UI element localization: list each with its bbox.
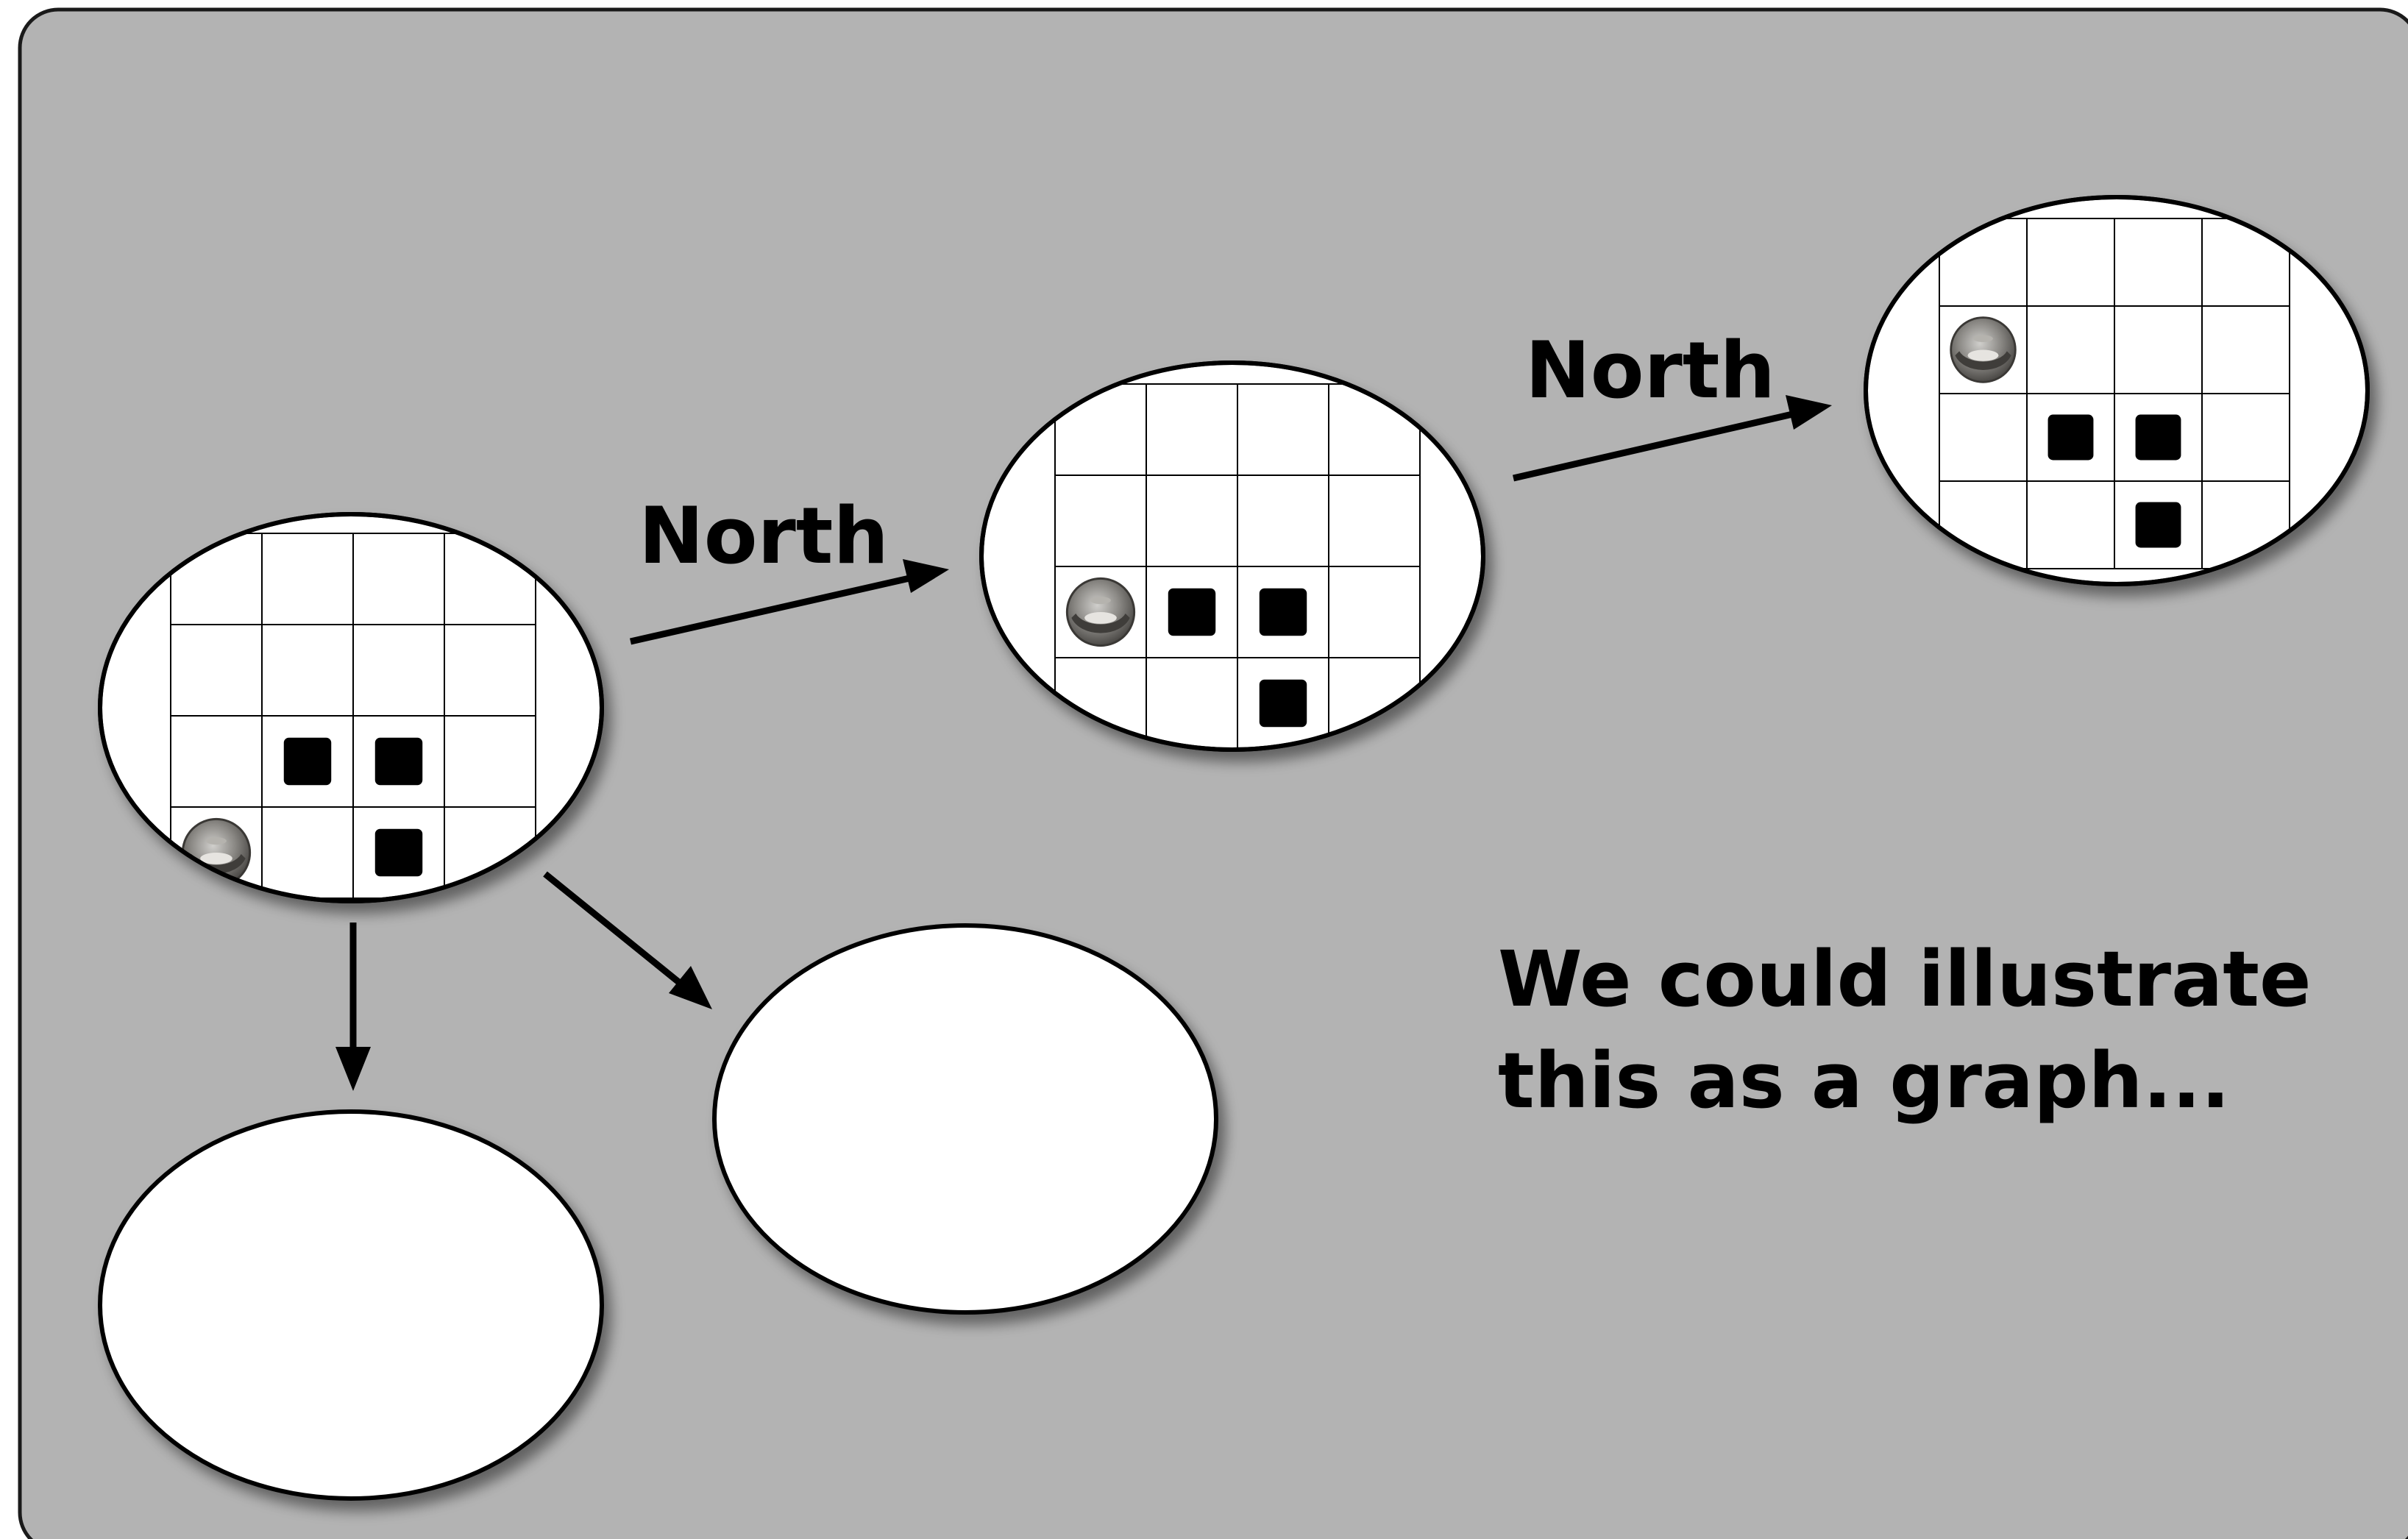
state-node-mid-outline xyxy=(979,360,1485,752)
obstacle-block xyxy=(1168,588,1216,636)
arrow-start-to-mid xyxy=(630,559,949,645)
slide-panel xyxy=(18,7,2408,1539)
obstacle-block xyxy=(283,737,332,786)
state-node-top-outline xyxy=(1864,195,2370,586)
arrow-start-to-empty-below xyxy=(335,923,371,1091)
obstacle-block xyxy=(2047,414,2094,461)
state-node-start-outline xyxy=(98,512,604,903)
obstacle-block xyxy=(1259,679,1307,728)
obstacle-block xyxy=(2135,502,2181,548)
arrow-start-to-empty-right xyxy=(543,871,712,1009)
robot-vacuum-icon xyxy=(1065,577,1136,647)
state-top-grid xyxy=(1939,218,2290,569)
obstacle-block xyxy=(1259,588,1307,636)
state-mid-grid xyxy=(1054,383,1421,750)
obstacle-block xyxy=(2135,414,2181,461)
caption-line-2: this as a graph... xyxy=(1498,1036,2231,1126)
state-node-empty-right xyxy=(712,923,1218,1315)
obstacle-block xyxy=(374,828,423,877)
edge-label-mid-to-top: North xyxy=(1525,325,1775,416)
obstacle-block xyxy=(374,737,423,786)
robot-vacuum-icon xyxy=(1950,316,2017,383)
arrow-mid-to-top xyxy=(1512,395,1832,482)
state-start-grid xyxy=(170,533,536,899)
caption-text: We could illustrate this as a graph... xyxy=(1498,928,2312,1131)
state-node-empty-below xyxy=(98,1109,604,1501)
caption-line-1: We could illustrate xyxy=(1498,934,2312,1024)
edge-label-start-to-mid: North xyxy=(639,491,889,581)
